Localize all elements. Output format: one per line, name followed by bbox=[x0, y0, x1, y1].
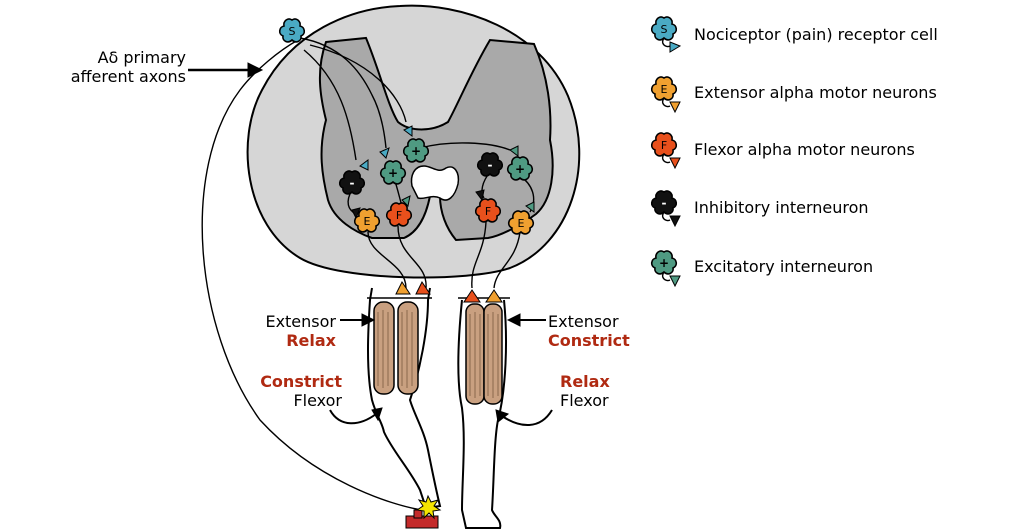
right-flexor-label: Relax Flexor bbox=[560, 372, 640, 410]
extensor-motor-neuron-right: E bbox=[507, 210, 535, 235]
legend-symbols: S E F - + bbox=[650, 16, 682, 288]
legend-label-flexor: Flexor alpha motor neurons bbox=[694, 140, 915, 159]
left-flexor-label: Constrict Flexor bbox=[236, 372, 342, 410]
right-flexor-state: Relax bbox=[560, 372, 610, 391]
right-flexor-text: Flexor bbox=[560, 391, 609, 410]
synapse-terminals bbox=[351, 125, 535, 220]
inhibitory-interneuron-left: - bbox=[338, 170, 366, 195]
excitatory-interneuron-left: + bbox=[379, 160, 407, 185]
left-extensor-terminal bbox=[395, 281, 411, 295]
right-leg bbox=[457, 289, 510, 529]
legend-label-nociceptor: Nociceptor (pain) receptor cell bbox=[694, 25, 938, 44]
crossing-axon bbox=[419, 142, 511, 151]
flexor-motor-neuron-right: F bbox=[474, 198, 502, 223]
svg-text:-: - bbox=[662, 196, 667, 210]
right-extensor-text: Extensor bbox=[548, 312, 619, 331]
afferent-label-line1: Aδ primary bbox=[97, 48, 186, 67]
left-extensor-text: Extensor bbox=[265, 312, 336, 331]
afferent-branch-3 bbox=[303, 49, 357, 161]
left-extensor-label: Extensor Relax bbox=[236, 312, 336, 350]
afferent-axon bbox=[201, 39, 423, 511]
motor-axon-right-F bbox=[471, 221, 487, 289]
afferent-branch-2 bbox=[309, 44, 407, 123]
left-extensor-state: Relax bbox=[286, 331, 336, 350]
afferent-branch-1 bbox=[299, 37, 387, 149]
nociceptor-icon: S bbox=[650, 16, 682, 53]
svg-text:E: E bbox=[518, 217, 525, 230]
right-flexor-terminal bbox=[463, 289, 481, 303]
legend-label-excitatory: Excitatory interneuron bbox=[694, 257, 874, 276]
excitatory-neuron-icon: + bbox=[650, 250, 681, 288]
svg-text:S: S bbox=[661, 23, 668, 36]
afferent-label-line2: afferent axons bbox=[70, 67, 186, 86]
left-flexor-terminal bbox=[415, 281, 431, 295]
motor-axon-left-F bbox=[397, 225, 427, 289]
left-flexor-state: Constrict bbox=[260, 372, 342, 391]
svg-text:E: E bbox=[364, 215, 371, 228]
right-extensor-label: Extensor Constrict bbox=[548, 312, 648, 350]
right-muscles bbox=[465, 303, 503, 405]
right-extensor-terminal bbox=[485, 289, 503, 303]
svg-text:-: - bbox=[488, 158, 493, 172]
flexor-motor-neuron-left: F bbox=[385, 202, 413, 227]
svg-text:-: - bbox=[350, 176, 355, 190]
pain-flash-icon bbox=[415, 494, 442, 520]
motor-axon-left-E bbox=[367, 231, 407, 289]
nociceptor-receptor: S bbox=[278, 18, 306, 43]
legend-label-inhibitory: Inhibitory interneuron bbox=[694, 198, 869, 217]
cord-neurons: - + + E F - + F E bbox=[338, 138, 535, 235]
pointer-arrows bbox=[188, 62, 553, 427]
extensor-neuron-icon: E bbox=[650, 76, 681, 114]
svg-text:S: S bbox=[289, 25, 296, 38]
central-canal bbox=[410, 165, 460, 201]
left-leg bbox=[367, 281, 442, 510]
left-muscles bbox=[373, 301, 419, 395]
extensor-motor-neuron-left: E bbox=[353, 208, 381, 233]
painful-stimulus bbox=[405, 494, 442, 529]
inhibitory-interneuron-right: - bbox=[476, 152, 504, 177]
excitatory-interneuron-right: + bbox=[506, 156, 534, 181]
svg-text:F: F bbox=[661, 139, 667, 152]
svg-text:E: E bbox=[661, 83, 668, 96]
flexor-neuron-icon: F bbox=[650, 132, 681, 170]
svg-text:+: + bbox=[411, 144, 421, 158]
svg-text:+: + bbox=[515, 162, 525, 176]
svg-text:+: + bbox=[659, 256, 669, 270]
svg-text:+: + bbox=[388, 166, 398, 180]
svg-text:F: F bbox=[396, 209, 402, 222]
excitatory-interneuron-center: + bbox=[402, 138, 430, 163]
legend-label-extensor: Extensor alpha motor neurons bbox=[694, 83, 937, 102]
inhibitory-neuron-icon: - bbox=[650, 190, 681, 228]
motor-axon-right-E bbox=[493, 231, 521, 289]
left-flexor-text: Flexor bbox=[293, 391, 342, 410]
right-extensor-state: Constrict bbox=[548, 331, 630, 350]
svg-text:F: F bbox=[485, 205, 491, 218]
afferent-label: Aδ primary afferent axons bbox=[40, 48, 186, 86]
